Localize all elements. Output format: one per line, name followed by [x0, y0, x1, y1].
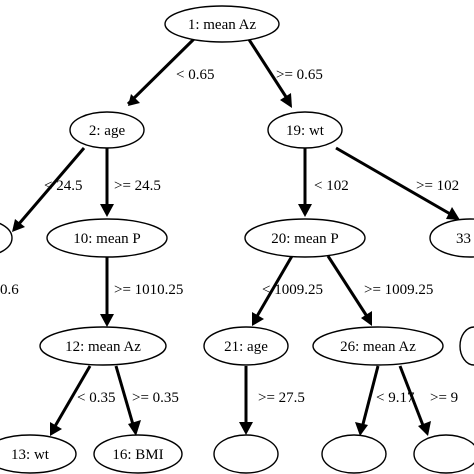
edge-label-left-cut: 0.6	[0, 282, 19, 298]
node-19-label: 19: wt	[286, 123, 325, 139]
edge-12-to-16: >= 0.35	[114, 365, 179, 436]
node-2-label: 2: age	[89, 123, 126, 139]
edge-12-to-13: < 0.35	[50, 365, 115, 436]
edge-26-to-leaf: < 9.17	[355, 365, 415, 436]
edge-21-to-leaf: >= 27.5	[239, 366, 305, 435]
edge-label-1-19: >= 0.65	[276, 67, 323, 83]
node-10-label: 10: mean P	[73, 231, 141, 247]
node-12-label: 12: mean Az	[65, 339, 141, 355]
edge-20-to-26: >= 1009.25	[326, 255, 433, 326]
node-21-age: 21: age	[203, 326, 289, 366]
edge-1-to-2: < 0.65	[126, 36, 214, 106]
node-20-mean-p: 20: mean P	[244, 218, 366, 258]
node-leaf-a	[213, 434, 279, 474]
node-left-partial	[0, 222, 13, 254]
edge-label-12-16: >= 0.35	[132, 390, 179, 406]
edge-1-to-19: >= 0.65	[246, 37, 323, 108]
edge-label-26-right: >= 9	[430, 390, 458, 406]
node-20-label: 20: mean P	[271, 231, 339, 247]
node-leaf-b	[321, 434, 387, 474]
node-26-mean-az: 26: mean Az	[312, 326, 444, 366]
edge-19-to-33: >= 102	[335, 146, 460, 220]
edge-19-to-20: < 102	[298, 148, 349, 217]
node-33-label: 33	[456, 231, 471, 247]
node-21-label: 21: age	[224, 339, 268, 355]
node-1-mean-az: 1: mean Az	[164, 5, 280, 43]
edge-label-1-2: < 0.65	[176, 67, 214, 83]
edge-label-19-20: < 102	[314, 178, 349, 194]
node-19-wt: 19: wt	[267, 111, 343, 149]
node-16-bmi: 16: BMI	[93, 434, 183, 474]
edge-label-10-12: >= 1010.25	[114, 282, 183, 298]
edge-label-20-21: < 1009.25	[262, 282, 323, 298]
node-16-label: 16: BMI	[112, 447, 163, 463]
edge-label-26-leaf: < 9.17	[376, 390, 415, 406]
edge-label-2-10: >= 24.5	[114, 178, 161, 194]
edge-label-19-33: >= 102	[416, 178, 459, 194]
edge-10-to-12: >= 1010.25	[100, 256, 183, 327]
edge-label-2-left: < 24.5	[44, 178, 82, 194]
edge-26-to-right: >= 9	[398, 365, 458, 436]
edge-label-20-26: >= 1009.25	[364, 282, 433, 298]
node-13-label: 13: wt	[11, 447, 50, 463]
node-12-mean-az: 12: mean Az	[39, 326, 167, 366]
edge-20-to-21: < 1009.25	[252, 255, 323, 326]
edge-label-21-leaf: >= 27.5	[258, 390, 305, 406]
node-2-age: 2: age	[69, 111, 145, 149]
node-right-partial	[459, 326, 474, 366]
node-1-label: 1: mean Az	[188, 17, 257, 33]
node-leaf-c	[413, 434, 474, 474]
node-13-wt: 13: wt	[0, 434, 77, 474]
node-33-partial: 33	[429, 218, 474, 258]
edge-2-to-10: >= 24.5	[100, 148, 161, 217]
node-10-mean-p: 10: mean P	[46, 218, 168, 258]
node-26-label: 26: mean Az	[340, 339, 416, 355]
edge-label-12-13: < 0.35	[77, 390, 115, 406]
edge-2-to-left: < 24.5	[12, 147, 86, 232]
